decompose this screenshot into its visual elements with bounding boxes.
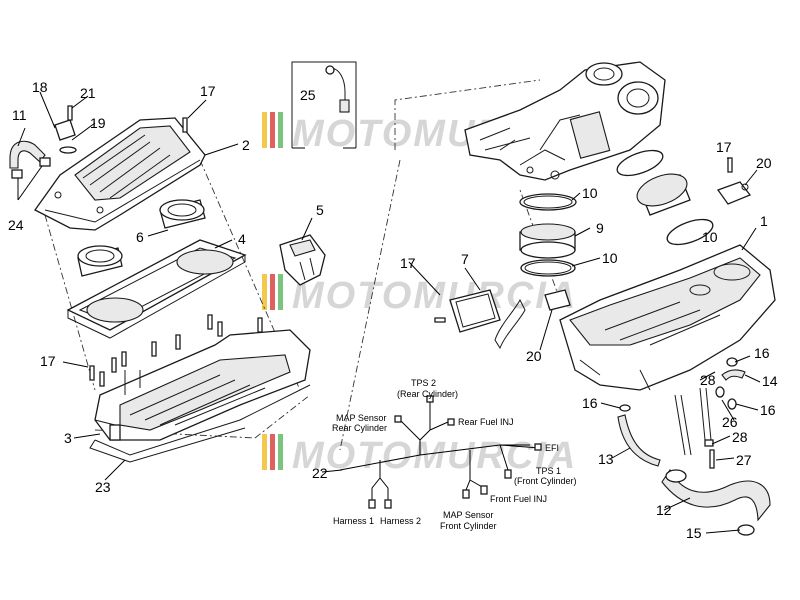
callout-17-right: 17 [716,139,732,155]
callout-21: 21 [80,85,96,101]
callout-3: 3 [64,430,72,446]
callout-10-right: 10 [702,229,718,245]
label-harness-2: Harness 2 [380,516,421,526]
clamp-10b-upper [616,149,664,177]
label-tps1: TPS 1 [536,466,561,476]
label-tps2: TPS 2 [411,378,436,388]
label-tps1-sub: (Front Cylinder) [514,476,577,486]
callout-17-middle: 17 [400,255,416,271]
label-map-rear: MAP Sensor [336,413,386,423]
label-harness-1: Harness 1 [333,516,374,526]
screw-21 [67,105,73,121]
callout-14: 14 [762,373,778,389]
label-rear-inj: Rear Fuel INJ [458,417,514,427]
watermark-stripe-red [270,274,275,310]
part-6-bellmouths [77,199,206,277]
callout-2: 2 [242,137,250,153]
watermark-stripe-red [270,434,275,470]
callout-10-upper: 10 [582,185,598,201]
part-20-sensors [544,181,752,311]
clamp-24b [39,157,51,167]
part-23-gasket [89,384,311,463]
parts-9-10-intake-boots [519,149,714,277]
callout-numbers: 1 2 3 4 5 6 7 9 10 10 10 11 12 13 14 15 … [8,79,778,541]
screw-27 [709,449,715,469]
callout-7: 7 [461,251,469,267]
watermark-stripe-green [278,274,283,310]
watermark-stripe-green [278,112,283,148]
hose-12 [661,468,771,522]
callout-28-bottom: 28 [732,429,748,445]
label-efi: EFI [545,443,559,453]
callout-1: 1 [760,213,768,229]
callout-26: 26 [722,414,738,430]
callout-22: 22 [312,465,328,481]
callout-17-left: 17 [40,353,56,369]
callout-25: 25 [300,87,316,103]
callout-19: 19 [90,115,106,131]
part-25-sensor [291,61,357,148]
callout-11: 11 [12,107,27,123]
watermark-stripe-yellow [262,434,267,470]
callout-13: 13 [598,451,614,467]
clamp-15 [737,524,755,536]
label-map-front: MAP Sensor [443,510,493,520]
part-2-airbox-cover [34,117,206,231]
callout-16-top: 16 [754,345,770,361]
callout-16-right: 16 [760,402,776,418]
label-front-inj: Front Fuel INJ [490,494,547,504]
part-3-airbox-base [94,329,311,441]
callout-20-upper: 20 [756,155,772,171]
part-1-lower-airbox [559,244,776,391]
engine-throttle-body [464,61,666,181]
callout-15: 15 [686,525,702,541]
label-tps2-sub: (Rear Cylinder) [397,389,458,399]
wiring-harness-22 [339,395,542,509]
bolts-group-left [89,117,733,387]
label-map-front-sub: Front Cylinder [440,521,497,531]
watermark-stripe-yellow [262,112,267,148]
fitting-18 [54,119,76,141]
part-5-sensor-module [279,234,326,286]
callout-28-top: 28 [700,372,716,388]
part-4-air-filter [66,239,247,339]
callout-16-left: 16 [582,395,598,411]
callout-10-lower: 10 [602,250,618,266]
hoses-and-clamps [617,357,771,536]
callout-27: 27 [736,452,752,468]
callout-20-lower: 20 [526,348,542,364]
watermark-stripe-green [278,434,283,470]
breather-hose-fittings [9,105,77,179]
callout-9: 9 [596,220,604,236]
callout-4: 4 [238,231,246,247]
callout-17-top: 17 [200,83,216,99]
part-7-plate [449,289,526,350]
clamp-10c [520,259,576,277]
watermark-stripe-red [270,112,275,148]
callout-24: 24 [8,217,24,233]
leader-lines [17,91,761,534]
watermark-middle: MOTOMURCIA [262,274,577,317]
label-map-rear-sub: Rear Cylinder [332,423,387,433]
drain-tube [674,394,692,456]
callout-12: 12 [656,502,672,518]
callout-18: 18 [32,79,48,95]
watermark-text: MOTOMURCIA [292,275,577,317]
clamp-10a [519,193,577,211]
wiring-labels: TPS 2 (Rear Cylinder) MAP Sensor Rear Cy… [332,378,577,531]
watermark-stripe-yellow [262,274,267,310]
callout-5: 5 [316,202,324,218]
hose-14 [721,369,746,381]
clamp-10b [666,218,714,246]
oring-19 [59,146,77,154]
hose-13 [617,414,661,467]
callout-6: 6 [136,229,144,245]
callout-23: 23 [95,479,111,495]
clamp-24a [11,169,23,179]
